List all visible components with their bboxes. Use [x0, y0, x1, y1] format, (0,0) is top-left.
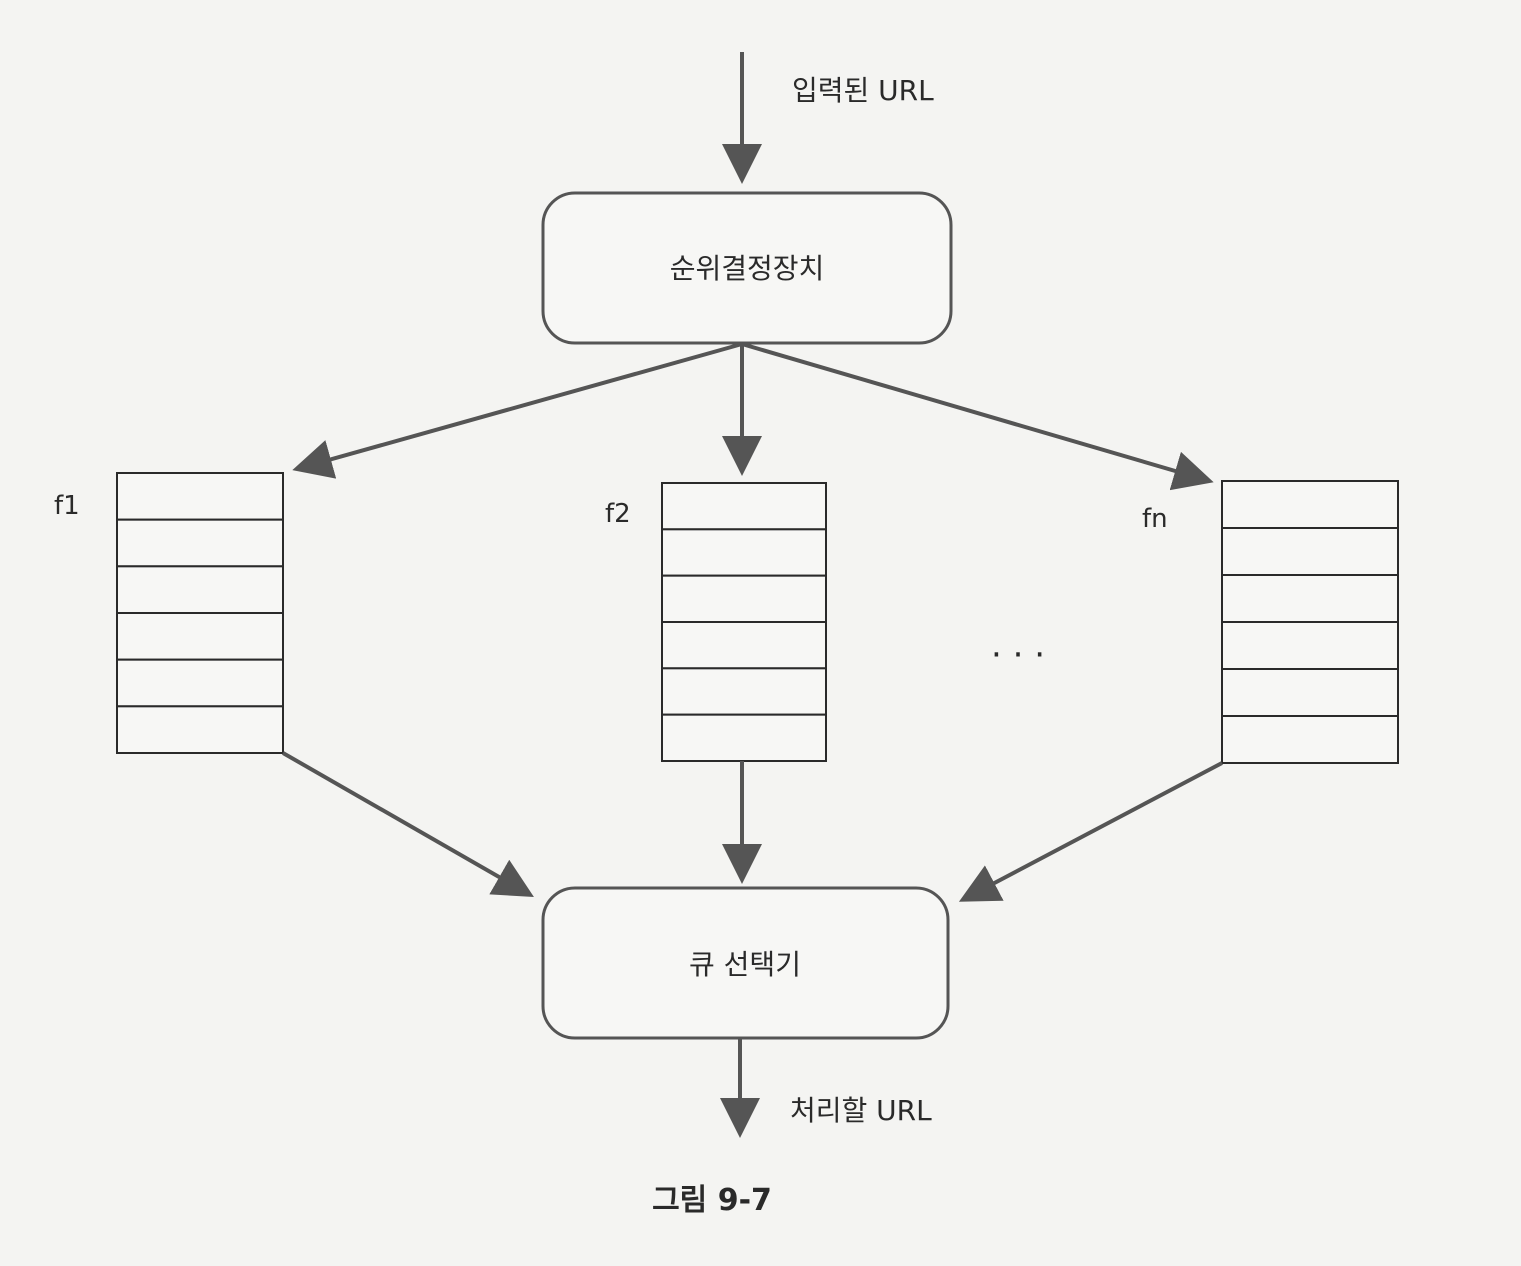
- queue-slot: [661, 621, 827, 670]
- arrow-f1-to-selector: [282, 751, 534, 897]
- queue-slot: [116, 705, 284, 754]
- queue-slot: [661, 528, 827, 577]
- queue-label-fn: fn: [1142, 504, 1168, 534]
- queue-slot: [1221, 527, 1399, 576]
- arrow-prioritizer-to-f1: [292, 342, 743, 479]
- queue-selector-label: 큐 선택기: [689, 948, 801, 981]
- arrow-fn-to-selector: [958, 761, 1223, 902]
- arrow-prioritizer-to-fn: [741, 342, 1214, 491]
- queue-fn: [1221, 480, 1399, 764]
- prioritizer-node: 순위결정장치: [541, 191, 953, 345]
- queue-slot: [116, 472, 284, 521]
- prioritizer-label: 순위결정장치: [670, 252, 825, 285]
- queue-slot: [661, 713, 827, 763]
- ellipsis: · · ·: [991, 635, 1045, 675]
- queue-slot: [1221, 715, 1399, 764]
- queue-label-f2: f2: [605, 499, 631, 529]
- prioritizer-box: [541, 191, 953, 345]
- queue-selector-node: 큐 선택기: [541, 886, 950, 1040]
- queue-slot: [116, 565, 284, 614]
- queue-slot: [1221, 574, 1399, 623]
- queue-slot: [116, 518, 284, 568]
- queue-slot: [1221, 668, 1399, 717]
- queue-slot: [1221, 480, 1399, 529]
- queue-slot: [1221, 621, 1399, 670]
- queue-label-f1: f1: [54, 491, 80, 521]
- queue-f1: [116, 472, 284, 754]
- queue-f2: [661, 482, 827, 763]
- figure-caption: 그림 9-7: [652, 1183, 772, 1218]
- queue-slot: [116, 612, 284, 661]
- queue-slot: [661, 667, 827, 716]
- queue-slot: [116, 658, 284, 708]
- input-url-label: 입력된 URL: [792, 74, 934, 107]
- queue-selector-box: [541, 886, 950, 1040]
- queue-slot: [661, 574, 827, 624]
- queue-slot: [661, 482, 827, 531]
- output-url-label: 처리할 URL: [790, 1094, 932, 1127]
